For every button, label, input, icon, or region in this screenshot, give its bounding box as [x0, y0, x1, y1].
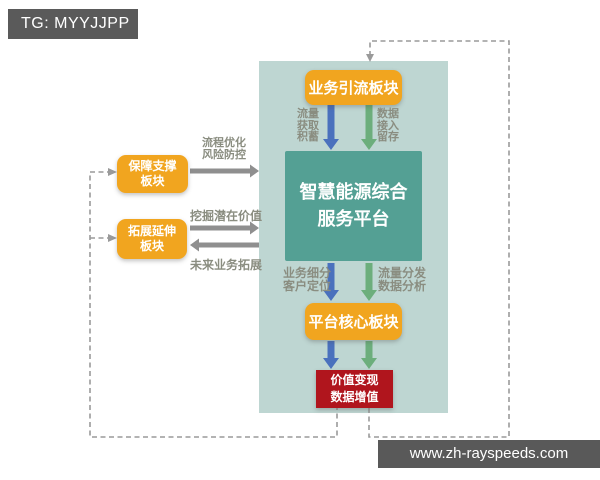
- arrow-gray-platform-to-expand: [190, 238, 259, 252]
- node-business-inflow: 业务引流板块: [305, 70, 402, 105]
- arrow-green-platform-to-core: [361, 263, 377, 301]
- node-platform-core: 平台核心板块: [305, 303, 402, 340]
- edge-label-traffic-acquire: 流量 获取 积蓄: [297, 108, 319, 143]
- edge-label-future-business: 未来业务拓展: [190, 258, 263, 272]
- node-smart-energy-platform: 智慧能源综合 服务平台: [285, 151, 422, 261]
- arrow-gray-expand-to-platform: [190, 221, 259, 235]
- dashed-arrowhead-inflow: [366, 54, 374, 62]
- arrow-blue-core-to-value: [323, 341, 339, 369]
- arrow-blue-platform-to-core: [323, 263, 339, 301]
- telegram-watermark-badge: TG: MYYJJPP: [8, 9, 138, 39]
- edge-label-process-optimization: 流程优化 风险防控: [202, 137, 246, 161]
- arrow-green-inflow-to-platform: [361, 105, 377, 150]
- edge-label-business-segment: 业务细分 客户定位: [283, 266, 332, 293]
- dashed-loop-right: [368, 40, 510, 438]
- node-expansion-extension: 拓展延伸 板块: [117, 219, 187, 259]
- edge-label-data-access: 数据 接入 留存: [377, 108, 399, 143]
- edge-label-dig-potential-value: 挖掘潜在价值: [190, 209, 263, 223]
- arrow-gray-support-to-platform: [190, 164, 259, 178]
- node-value-realization: 价值变现 数据增值: [316, 370, 393, 408]
- website-watermark-bar: www.zh-rayspeeds.com: [378, 440, 600, 468]
- arrow-green-core-to-value: [361, 341, 377, 369]
- dashed-arrowhead-expand: [108, 234, 117, 242]
- dashed-arrowhead-support: [108, 168, 117, 176]
- arrow-blue-inflow-to-platform: [323, 105, 339, 150]
- edge-label-traffic-distribution: 流量分发 数据分析: [378, 266, 427, 293]
- node-support-guarantee: 保障支撑 板块: [117, 155, 188, 193]
